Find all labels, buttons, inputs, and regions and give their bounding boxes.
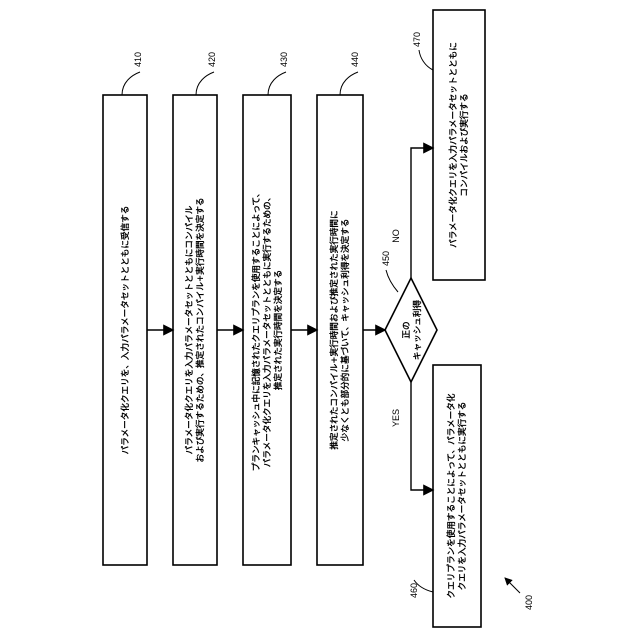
step-420-box xyxy=(173,95,217,565)
step-420-text: パラメータ化クエリを入力パラメータセットとともにコンパイル および実行するための… xyxy=(183,197,206,462)
yes-label: YES xyxy=(391,409,401,427)
ref-420: 420 xyxy=(207,52,217,67)
ref-410: 410 xyxy=(133,52,143,67)
leader-430 xyxy=(268,72,286,95)
step-470-line-2: コンパイルおよび実行する xyxy=(458,93,470,196)
step-440-box xyxy=(317,95,363,565)
leader-450 xyxy=(386,270,398,292)
step-470-line-1: パラメータ化クエリを入力パラメータセットとともに xyxy=(447,42,459,248)
step-430-line-2: パラメータ化クエリを入力パラメータセットとともに実行するための、 xyxy=(261,193,273,468)
arrow-450-no-470 xyxy=(411,148,433,278)
leader-400 xyxy=(505,578,520,593)
ref-450: 450 xyxy=(381,251,391,266)
step-460-line-1: クエリプランを使用することによって、パラメータ化 xyxy=(445,393,457,598)
step-460-box xyxy=(433,365,481,627)
leader-410 xyxy=(122,72,140,95)
step-410-text: パラメータ化クエリを、入力パラメータセットとともに受信する xyxy=(119,206,131,455)
arrow-450-yes-460 xyxy=(411,382,433,490)
no-label: NO xyxy=(391,229,401,243)
figure-number: 400 xyxy=(524,595,534,610)
ref-470: 470 xyxy=(412,32,422,47)
step-460-line-2: クエリを入力パラメータセットとともに実行する xyxy=(456,402,468,591)
step-470-box xyxy=(433,10,485,280)
leader-420 xyxy=(196,72,214,95)
step-430-line-3: 推定された実行時間を決定する xyxy=(272,270,284,390)
leader-470 xyxy=(419,50,433,70)
step-420-line-2: および実行するための、推定されたコンパイル+実行時間を決定する xyxy=(194,197,206,462)
ref-460: 460 xyxy=(409,583,419,598)
step-460-text: クエリプランを使用することによって、パラメータ化 クエリを入力パラメータセットと… xyxy=(445,393,468,598)
decision-line-2: キャッシュ利得 xyxy=(411,300,423,361)
step-440-text: 推定されたコンパイル+実行時間および推定された実行時間に 少なくとも部分的に基づ… xyxy=(328,210,351,449)
decision-line-1: 正の xyxy=(401,321,412,338)
step-410-line-1: パラメータ化クエリを、入力パラメータセットとともに受信する xyxy=(119,206,131,455)
step-440-line-1: 推定されたコンパイル+実行時間および推定された実行時間に xyxy=(328,210,340,449)
step-430-line-1: プランキャッシュ中に記憶されたクエリプランを使用することによって、 xyxy=(250,189,262,471)
ref-430: 430 xyxy=(279,52,289,67)
ref-440: 440 xyxy=(350,52,360,67)
leader-440 xyxy=(340,72,358,95)
step-420-line-1: パラメータ化クエリを入力パラメータセットとともにコンパイル xyxy=(183,205,195,454)
step-440-line-2: 少なくとも部分的に基づいて、キャッシュ利得を決定する xyxy=(339,219,351,443)
